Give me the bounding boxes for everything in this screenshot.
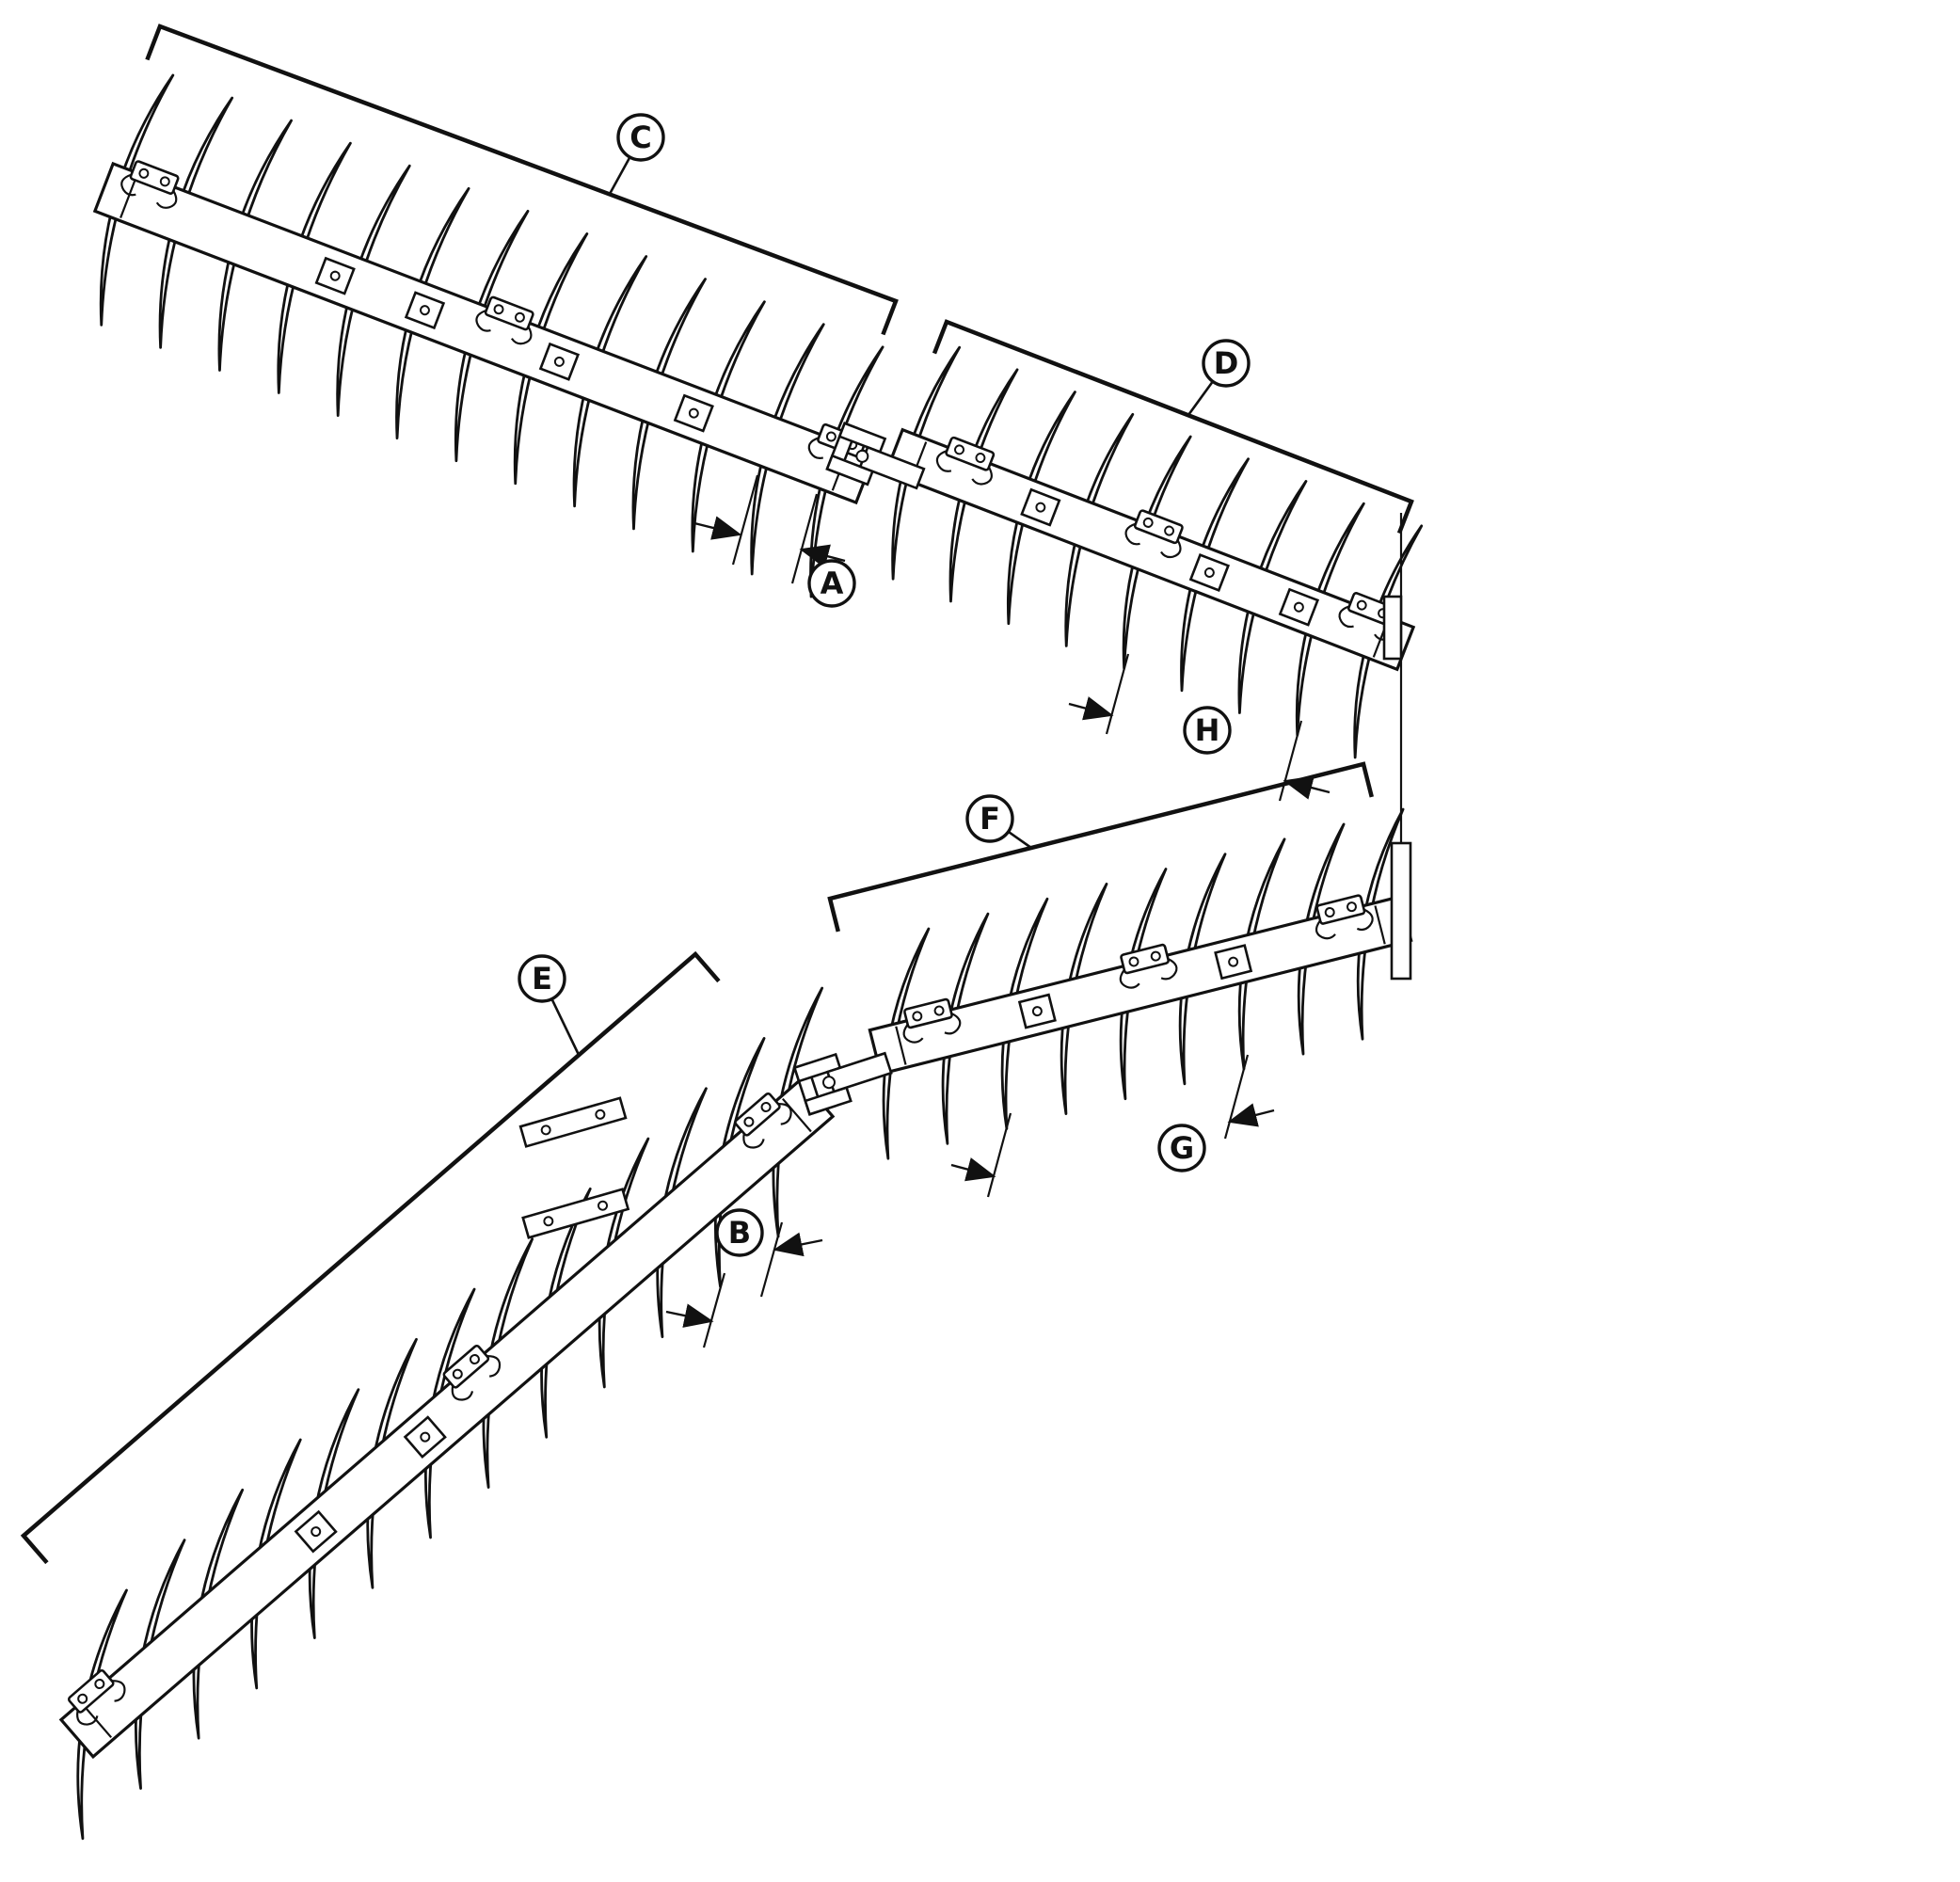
gang-F-scraper-plate: [1214, 944, 1253, 981]
gang-D-scraper-plate: [1278, 587, 1320, 627]
gang-D-bearing-clamp: [935, 436, 996, 486]
gang-C-scraper-plate: [314, 256, 356, 295]
dimension-arrow: [665, 1303, 714, 1328]
dimension-A: [693, 474, 846, 584]
gang-junction-hitch-2: [792, 1051, 893, 1116]
gang-F-bearing-clamp: [1315, 894, 1374, 940]
gang-C: [92, 73, 884, 598]
callout-circle: [807, 559, 856, 608]
gang-junction-hitch-1: [825, 422, 926, 490]
callout-leader-line: [550, 998, 582, 1058]
callout-letter: H: [1195, 712, 1220, 748]
dimension-arrow: [693, 516, 742, 540]
gang-E-bearing-clamp: [734, 1092, 792, 1149]
dimension-arrow: [1283, 775, 1331, 800]
dimension-arrow: [799, 544, 846, 568]
extent-bracket-E: [20, 950, 721, 1565]
extension-line: [731, 474, 759, 566]
extension-line: [1105, 653, 1130, 735]
extension-line: [986, 1112, 1012, 1198]
gang-E-scraper-plate: [403, 1415, 447, 1459]
callout-circle: [1202, 339, 1251, 388]
dimension-arrow: [1227, 1103, 1275, 1127]
extension-line: [702, 1272, 726, 1348]
callout-letter: E: [532, 961, 552, 997]
callout-B: B: [715, 1208, 764, 1257]
callout-circle: [518, 954, 566, 1003]
gang-D-scraper-plate: [1188, 552, 1231, 592]
gang-C-bearing-clamp: [475, 295, 534, 345]
callout-leader-line: [1187, 380, 1214, 416]
gang-F-bearing-clamp: [1119, 943, 1178, 989]
gang-E: [58, 986, 836, 1841]
callout-G: G: [1157, 1124, 1206, 1172]
dimension-arrow: [950, 1157, 996, 1182]
gang-C-scraper-plate: [404, 291, 446, 330]
callout-leader-line: [1007, 830, 1032, 850]
gang-E-scraper-plate: [294, 1509, 338, 1554]
dimension-arrow: [1068, 696, 1114, 721]
gang-C-scraper-plate: [538, 342, 581, 381]
extent-bracket-F: [827, 761, 1374, 933]
frame-flat-bar: [1390, 841, 1412, 981]
gang-E-bearing-clamp: [68, 1669, 126, 1726]
callout-leader-line: [608, 156, 631, 195]
callout-H: H: [1183, 706, 1232, 755]
gang-C-bearing-clamp: [120, 160, 180, 209]
callout-circle: [1183, 706, 1232, 755]
extent-bracket-C: [145, 24, 899, 336]
callout-letter: D: [1214, 345, 1239, 381]
frame-stub-bar: [1382, 595, 1403, 661]
gang-E-bearing-clamp: [442, 1344, 502, 1401]
callout-circle: [715, 1208, 764, 1257]
callout-circle: [1157, 1124, 1206, 1172]
callout-circle: [965, 794, 1014, 843]
callout-D: D: [1187, 339, 1251, 416]
callout-letter: C: [629, 120, 651, 155]
callout-letter: B: [728, 1215, 751, 1251]
callout-F: F: [965, 794, 1032, 850]
gang-F-bearing-clamp: [902, 997, 962, 1044]
gang-F-scraper-plate: [1017, 993, 1057, 1029]
extent-bracket-D: [932, 319, 1414, 534]
extension-line: [790, 493, 819, 584]
gang-D-scraper-plate: [1020, 487, 1061, 527]
dimension-H: [1068, 653, 1331, 802]
gang-E-weight-plate: [518, 1096, 628, 1148]
callout-letter: A: [821, 566, 844, 601]
callout-E: E: [518, 954, 582, 1058]
gang-F: [868, 807, 1413, 1160]
gang-E-weight-plate: [521, 1188, 630, 1239]
callout-A: A: [807, 559, 856, 608]
dimension-B: [665, 1221, 823, 1348]
dimension-arrow: [773, 1232, 823, 1257]
callout-letter: G: [1170, 1130, 1194, 1166]
dimension-G: [950, 1054, 1275, 1198]
callout-circle: [616, 113, 665, 162]
gang-C-scraper-plate: [673, 393, 714, 433]
gang-D-bearing-clamp: [1124, 509, 1184, 559]
callout-letter: F: [980, 801, 1000, 837]
callout-C: C: [608, 113, 665, 195]
